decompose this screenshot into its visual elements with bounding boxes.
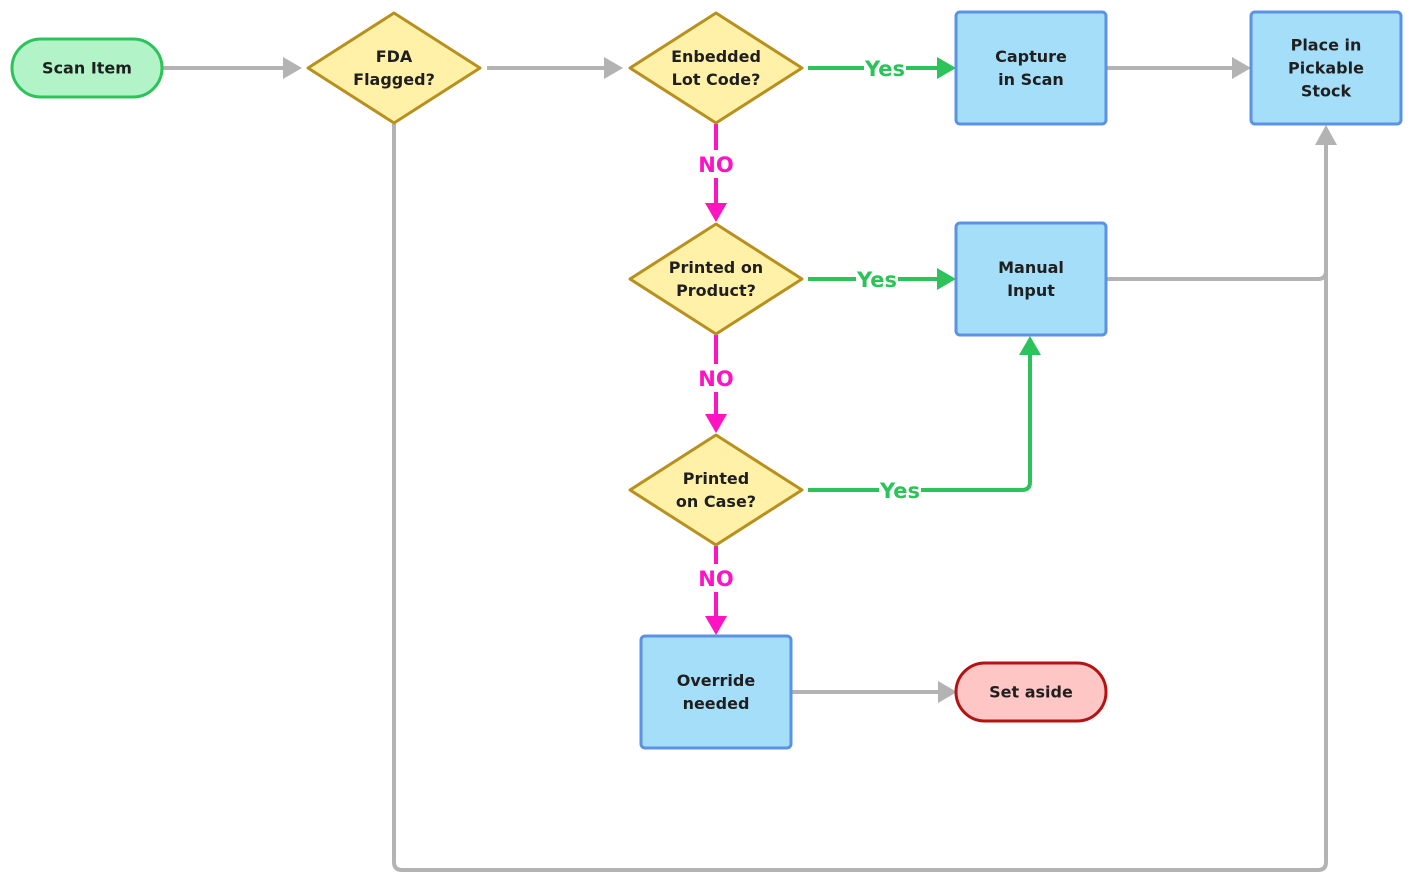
node-scan-item-label: Scan Item (42, 59, 132, 78)
arrowhead-product-no (705, 414, 727, 433)
label-lot-yes: Yes (864, 57, 905, 81)
node-label-line: Pickable (1288, 59, 1364, 78)
node-label-line: Set aside (989, 683, 1073, 702)
node-scan-item[interactable]: Scan Item (10, 37, 164, 99)
arrowhead-capture-to-stock (1232, 57, 1251, 79)
label-product-no: NO (698, 367, 733, 391)
node-label-line: Capture (995, 47, 1067, 66)
node-override-needed[interactable]: Override needed (639, 634, 793, 750)
edge-manual-to-stock (1107, 270, 1328, 281)
node-printed-on-product[interactable]: Printed on Product? (628, 222, 804, 336)
arrowhead-scan-to-fda (283, 57, 302, 79)
node-label-line: Input (1007, 281, 1055, 300)
node-label-line: on Case? (676, 492, 756, 511)
node-label-line: needed (683, 694, 750, 713)
arrowhead-to-stock (1315, 125, 1337, 145)
arrowhead-lot-no (705, 203, 727, 222)
arrowhead-fda-to-lot (604, 57, 623, 79)
node-label-line: Enbedded (671, 47, 761, 66)
label-case-yes: Yes (879, 479, 920, 503)
node-label-line: Printed on (669, 258, 763, 277)
node-printed-on-case[interactable]: Printed on Case? (628, 433, 804, 547)
node-label-line: Stock (1301, 82, 1352, 101)
node-set-aside[interactable]: Set aside (954, 661, 1108, 723)
node-label-line: Place in (1291, 36, 1362, 55)
arrowhead-lot-yes (937, 57, 956, 79)
label-product-yes: Yes (856, 268, 897, 292)
node-label-line: Flagged? (353, 70, 435, 89)
node-set-aside-label: Set aside (989, 683, 1073, 702)
edge-labels: Yes Yes Yes NO NO NO (696, 54, 921, 592)
edge-fda-bypass-to-stock (392, 124, 1328, 872)
arrowhead-case-no (705, 616, 727, 635)
node-fda-flagged[interactable]: FDA Flagged? (306, 11, 482, 125)
node-override-needed-label: Override needed (677, 671, 756, 713)
node-printed-on-product-label: Printed on Product? (669, 258, 763, 300)
arrowhead-override-to-setaside (938, 681, 957, 703)
node-label-line: Printed (683, 469, 749, 488)
label-lot-no: NO (698, 153, 733, 177)
node-label-line: FDA (376, 47, 413, 66)
node-capture-in-scan-label: Capture in Scan (995, 47, 1067, 89)
node-capture-in-scan[interactable]: Capture in Scan (954, 10, 1108, 126)
arrowhead-product-yes (937, 268, 956, 290)
node-label-line: Product? (676, 281, 756, 300)
node-fda-flagged-label: FDA Flagged? (353, 47, 435, 89)
node-label-line: Override (677, 671, 756, 690)
node-label-line: Scan Item (42, 59, 132, 78)
node-label-line: in Scan (998, 70, 1064, 89)
node-label-line: Lot Code? (672, 70, 761, 89)
node-label-line: Manual (998, 258, 1064, 277)
arrowhead-case-yes (1019, 336, 1041, 355)
edge-case-yes (808, 354, 1032, 492)
node-printed-on-case-label: Printed on Case? (676, 469, 756, 511)
label-case-no: NO (698, 567, 733, 591)
